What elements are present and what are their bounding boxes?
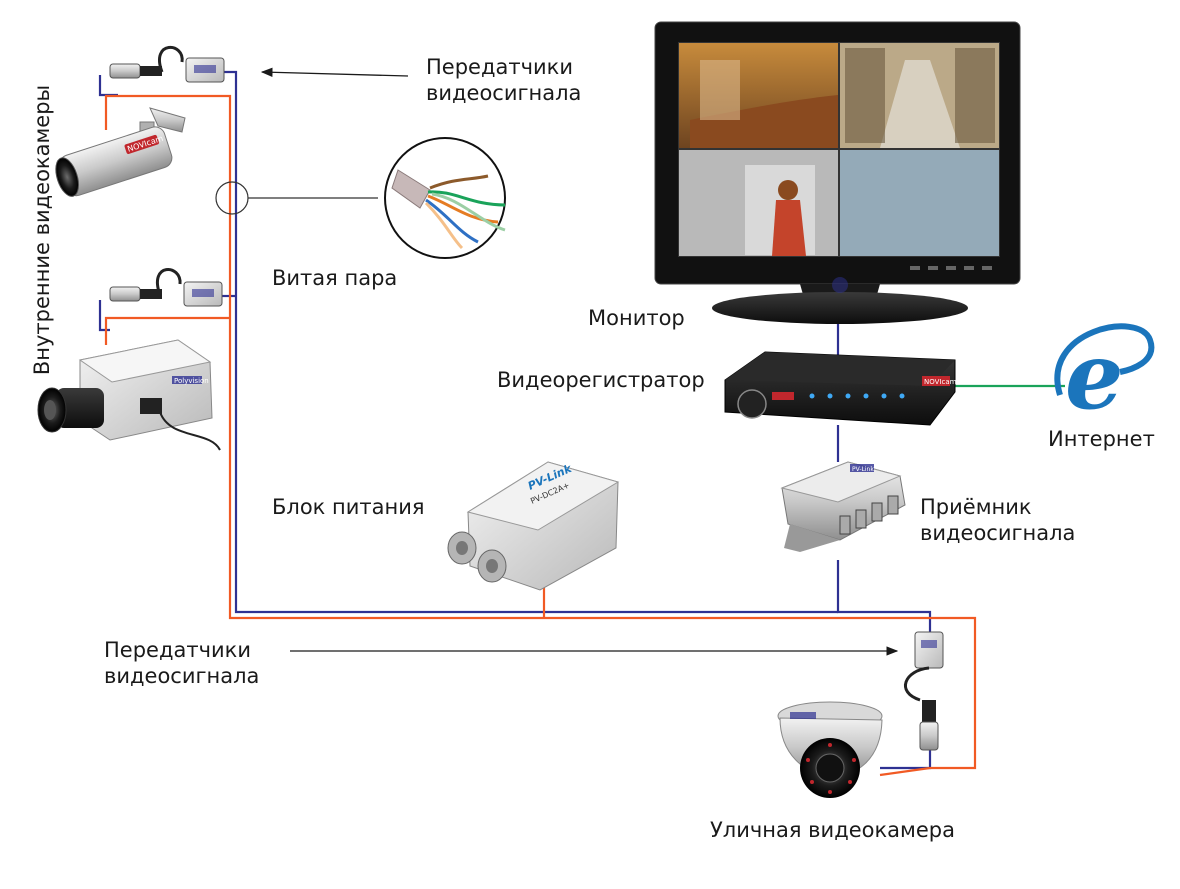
dvr: NOVIcam — [724, 351, 957, 426]
twisted-pair-illustration — [384, 137, 506, 259]
indoor-bullet-camera: NOVIcam — [55, 107, 186, 197]
label-monitor: Монитор — [588, 306, 685, 330]
label-twisted-pair: Витая пара — [272, 266, 398, 290]
label-street-camera: Уличная видеокамера — [710, 818, 956, 842]
receiver-brand: PV-Link — [852, 466, 874, 473]
internet-explorer-icon: e — [1054, 322, 1155, 430]
wire-video-trunk — [222, 70, 838, 614]
street-dome-camera — [777, 701, 883, 798]
monitor — [654, 21, 1021, 324]
video-receiver: PV-Link — [780, 461, 906, 552]
wire-power-cam2 — [104, 316, 230, 345]
svg-text:e: e — [1065, 322, 1124, 430]
indoor-box-camera: Polyvision — [37, 339, 221, 451]
label-dvr: Видеорегистратор — [497, 368, 705, 392]
label-transmitters-bottom-line1: Передатчики — [104, 638, 251, 662]
label-power-supply: Блок питания — [272, 495, 425, 519]
power-supply: PV-Link PV-DC2A+ — [447, 461, 620, 591]
wire-power-trunk — [104, 94, 977, 770]
wire-receiver-down — [836, 560, 932, 640]
wire-power-dome — [879, 766, 931, 777]
box-camera-brand: Polyvision — [174, 377, 209, 385]
wire-dome-video — [880, 750, 932, 770]
label-receiver-line2: видеосигнала — [920, 521, 1076, 545]
dvr-brand: NOVIcam — [924, 378, 957, 386]
cable-detail-marker — [215, 181, 249, 215]
label-transmitters-top-line1: Передатчики — [426, 55, 573, 79]
label-internet: Интернет — [1048, 427, 1155, 451]
middle-transmitter — [109, 268, 223, 307]
label-transmitters-top-line2: видеосигнала — [426, 81, 582, 105]
top-transmitter — [109, 46, 225, 83]
street-transmitter — [904, 631, 944, 751]
label-transmitters-bottom-line2: видеосигнала — [104, 664, 260, 688]
arrow-to-top-transmitters — [260, 67, 409, 77]
label-indoor-cameras: Внутренние видеокамеры — [30, 84, 54, 376]
label-receiver-line1: Приёмник — [920, 495, 1032, 519]
